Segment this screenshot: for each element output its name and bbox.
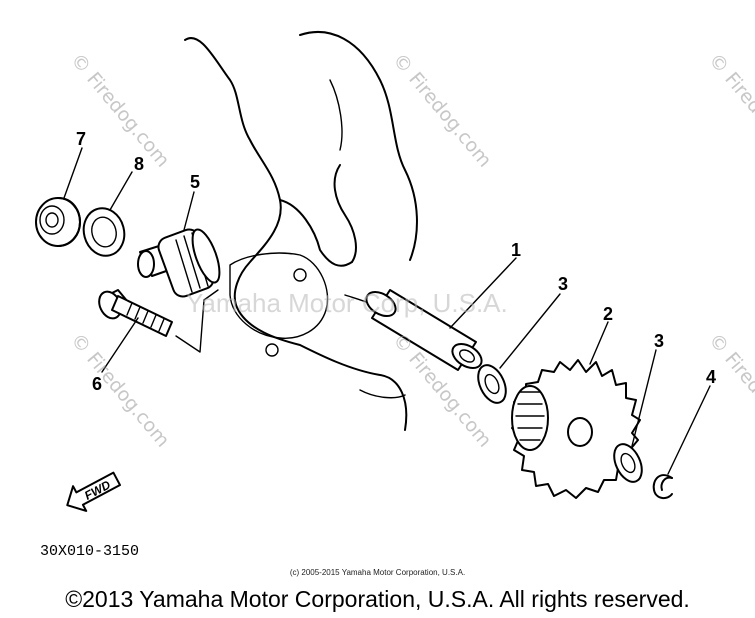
- engine-case-outline: [184, 31, 418, 431]
- part-1-shaft: [365, 289, 483, 371]
- watermark-firedog-3: © Firedog.com: [704, 49, 755, 171]
- callout-7: 7: [76, 129, 86, 149]
- callout-numbers: 1 2 3 3 4 5 6 7 8: [76, 129, 716, 394]
- callout-4: 4: [706, 367, 716, 387]
- footer-copyright: ©2013 Yamaha Motor Corporation, U.S.A. A…: [65, 586, 690, 612]
- drawing-code: 30X010-3150: [40, 543, 139, 560]
- part-2-gear: [511, 359, 641, 499]
- watermark-firedog-1: © Firedog.com: [66, 49, 174, 171]
- part-3-washer-b: [613, 443, 643, 483]
- callout-6: 6: [92, 374, 102, 394]
- callout-3b: 3: [654, 331, 664, 351]
- part-5-pinion: [137, 228, 221, 298]
- part-7-oil-seal: [35, 197, 81, 247]
- watermark-yamaha: Yamaha Motor Corp, U.S.A.: [186, 288, 508, 318]
- part-4-circlip: [652, 474, 673, 500]
- part-3-washer-a: [477, 364, 507, 404]
- watermark-firedog-2: © Firedog.com: [388, 49, 496, 171]
- fwd-arrow: FWD: [66, 471, 122, 512]
- part-6-bolt: [98, 289, 173, 337]
- callout-5: 5: [190, 172, 200, 192]
- watermark-firedog-4: © Firedog.com: [66, 329, 174, 451]
- part-8-washer: [82, 207, 126, 257]
- callout-3a: 3: [558, 274, 568, 294]
- small-copyright: (c) 2005-2015 Yamaha Motor Corporation, …: [289, 568, 466, 577]
- watermark-firedog-6: © Firedog.com: [704, 329, 755, 451]
- callout-2: 2: [603, 304, 613, 324]
- leader-lines: [63, 147, 711, 475]
- callout-8: 8: [134, 154, 144, 174]
- callout-1: 1: [511, 240, 521, 260]
